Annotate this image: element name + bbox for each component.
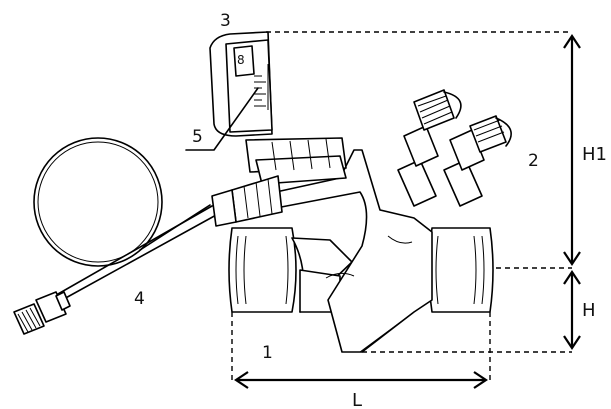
callout-3: 3 [220, 11, 231, 31]
callout-1: 1 [262, 343, 273, 363]
scale-digit: 8 [237, 53, 245, 67]
actuator-head: 8 [209, 31, 273, 137]
callout-5: 5 [192, 127, 203, 147]
dimension-h1: H1 [582, 144, 607, 165]
dimension-l: L [352, 390, 362, 409]
test-nipple-right [443, 115, 512, 207]
dimension-lines [231, 31, 581, 389]
dimension-h: H [582, 300, 596, 321]
sensor-probe [13, 291, 71, 335]
leader-5 [185, 87, 259, 151]
test-nipple-left [397, 89, 462, 207]
callout-4: 4 [134, 289, 145, 309]
capillary-tube [33, 137, 219, 301]
callout-2: 2 [528, 151, 539, 171]
valve-body [211, 137, 494, 353]
